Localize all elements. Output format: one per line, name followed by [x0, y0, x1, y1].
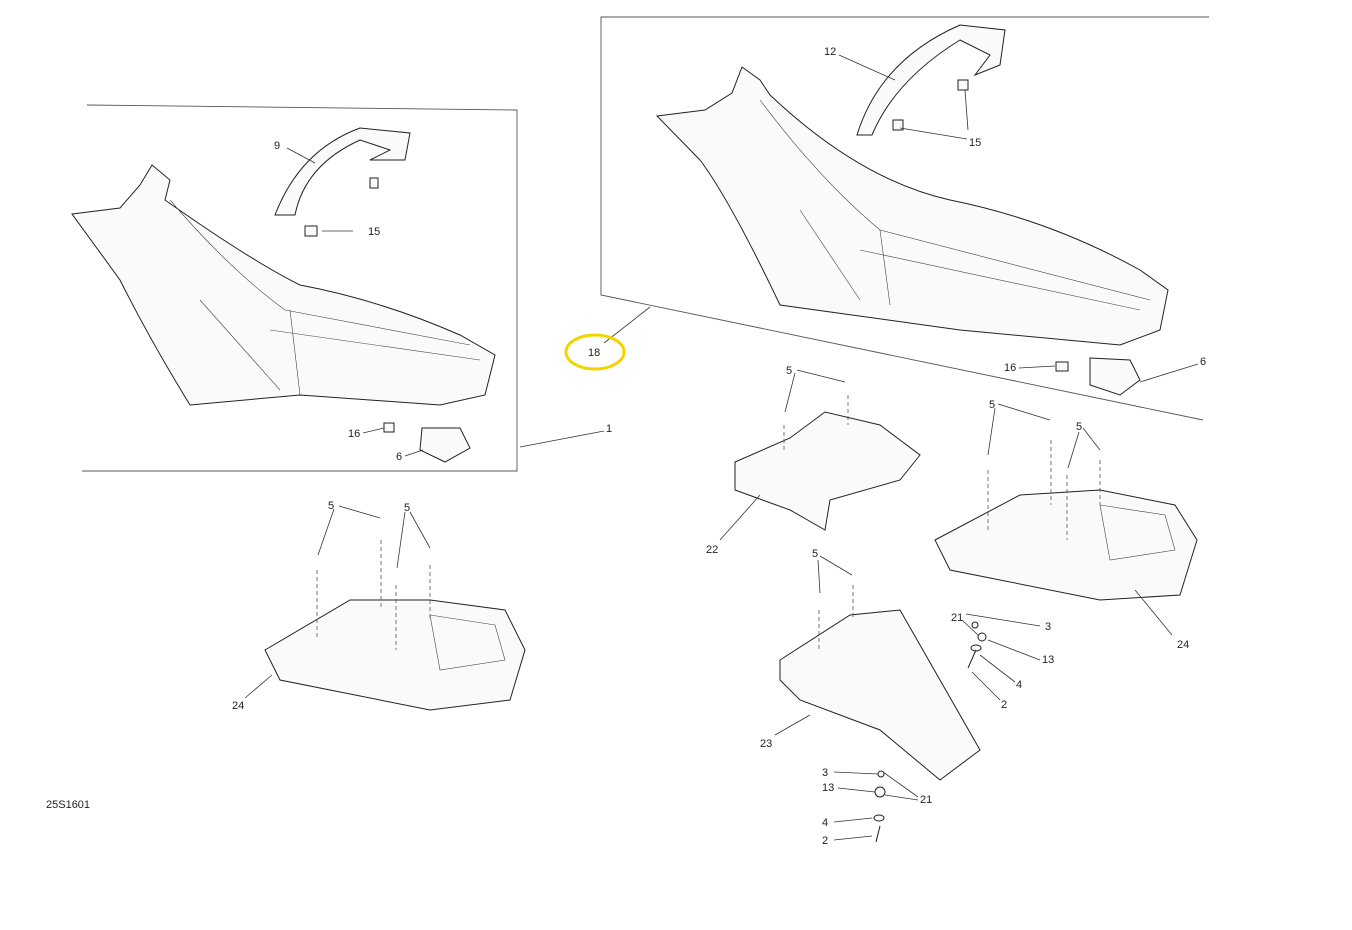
callout-2[interactable]: 2: [1001, 699, 1007, 711]
callout-16[interactable]: 16: [348, 428, 360, 440]
callout-5[interactable]: 5: [989, 399, 995, 411]
left-assembly-frame: [82, 104, 518, 472]
callout-labels: 9 15 16 6 1 18 12 15 16 6 5 5 5 22 24 5 …: [46, 46, 1206, 847]
leader-lines: [244, 54, 1199, 841]
callout-5[interactable]: 5: [404, 502, 410, 514]
callout-16[interactable]: 16: [1004, 362, 1016, 374]
callout-6[interactable]: 6: [396, 451, 402, 463]
callout-9[interactable]: 9: [274, 140, 280, 152]
callout-4[interactable]: 4: [1016, 679, 1022, 691]
callout-15[interactable]: 15: [969, 137, 981, 149]
callout-5[interactable]: 5: [812, 548, 818, 560]
callout-5[interactable]: 5: [786, 365, 792, 377]
callout-13[interactable]: 13: [1042, 654, 1054, 666]
callout-2[interactable]: 2: [822, 835, 828, 847]
callout-1[interactable]: 1: [606, 423, 612, 435]
callout-13[interactable]: 13: [822, 782, 834, 794]
callout-23[interactable]: 23: [760, 738, 772, 750]
bracket-22: [734, 395, 921, 531]
callout-12[interactable]: 12: [824, 46, 836, 58]
callout-4[interactable]: 4: [822, 817, 828, 829]
callout-6[interactable]: 6: [1200, 356, 1206, 368]
callout-5[interactable]: 5: [328, 500, 334, 512]
highlight-circle: [564, 333, 626, 371]
right-grab-strap: [856, 24, 1006, 136]
callout-24[interactable]: 24: [232, 700, 244, 712]
right-seat: [655, 66, 1169, 346]
right-assembly-frame: [600, 16, 1209, 421]
left-grab-strap: [274, 127, 411, 216]
callout-21[interactable]: 21: [920, 794, 932, 806]
hardware: [873, 621, 987, 843]
left-luggage-rack: [264, 540, 526, 711]
diagram-id: 25S1601: [46, 799, 90, 811]
callout-24[interactable]: 24: [1177, 639, 1189, 651]
callout-3[interactable]: 3: [822, 767, 828, 779]
right-luggage-rack: [934, 440, 1198, 601]
clips: [304, 79, 1141, 463]
callout-15[interactable]: 15: [368, 226, 380, 238]
callout-5[interactable]: 5: [1076, 421, 1082, 433]
callout-3[interactable]: 3: [1045, 621, 1051, 633]
callout-21[interactable]: 21: [951, 612, 963, 624]
cover-23: [779, 585, 981, 781]
left-seat: [71, 164, 496, 406]
callout-22[interactable]: 22: [706, 544, 718, 556]
callout-18[interactable]: 18: [588, 347, 600, 359]
